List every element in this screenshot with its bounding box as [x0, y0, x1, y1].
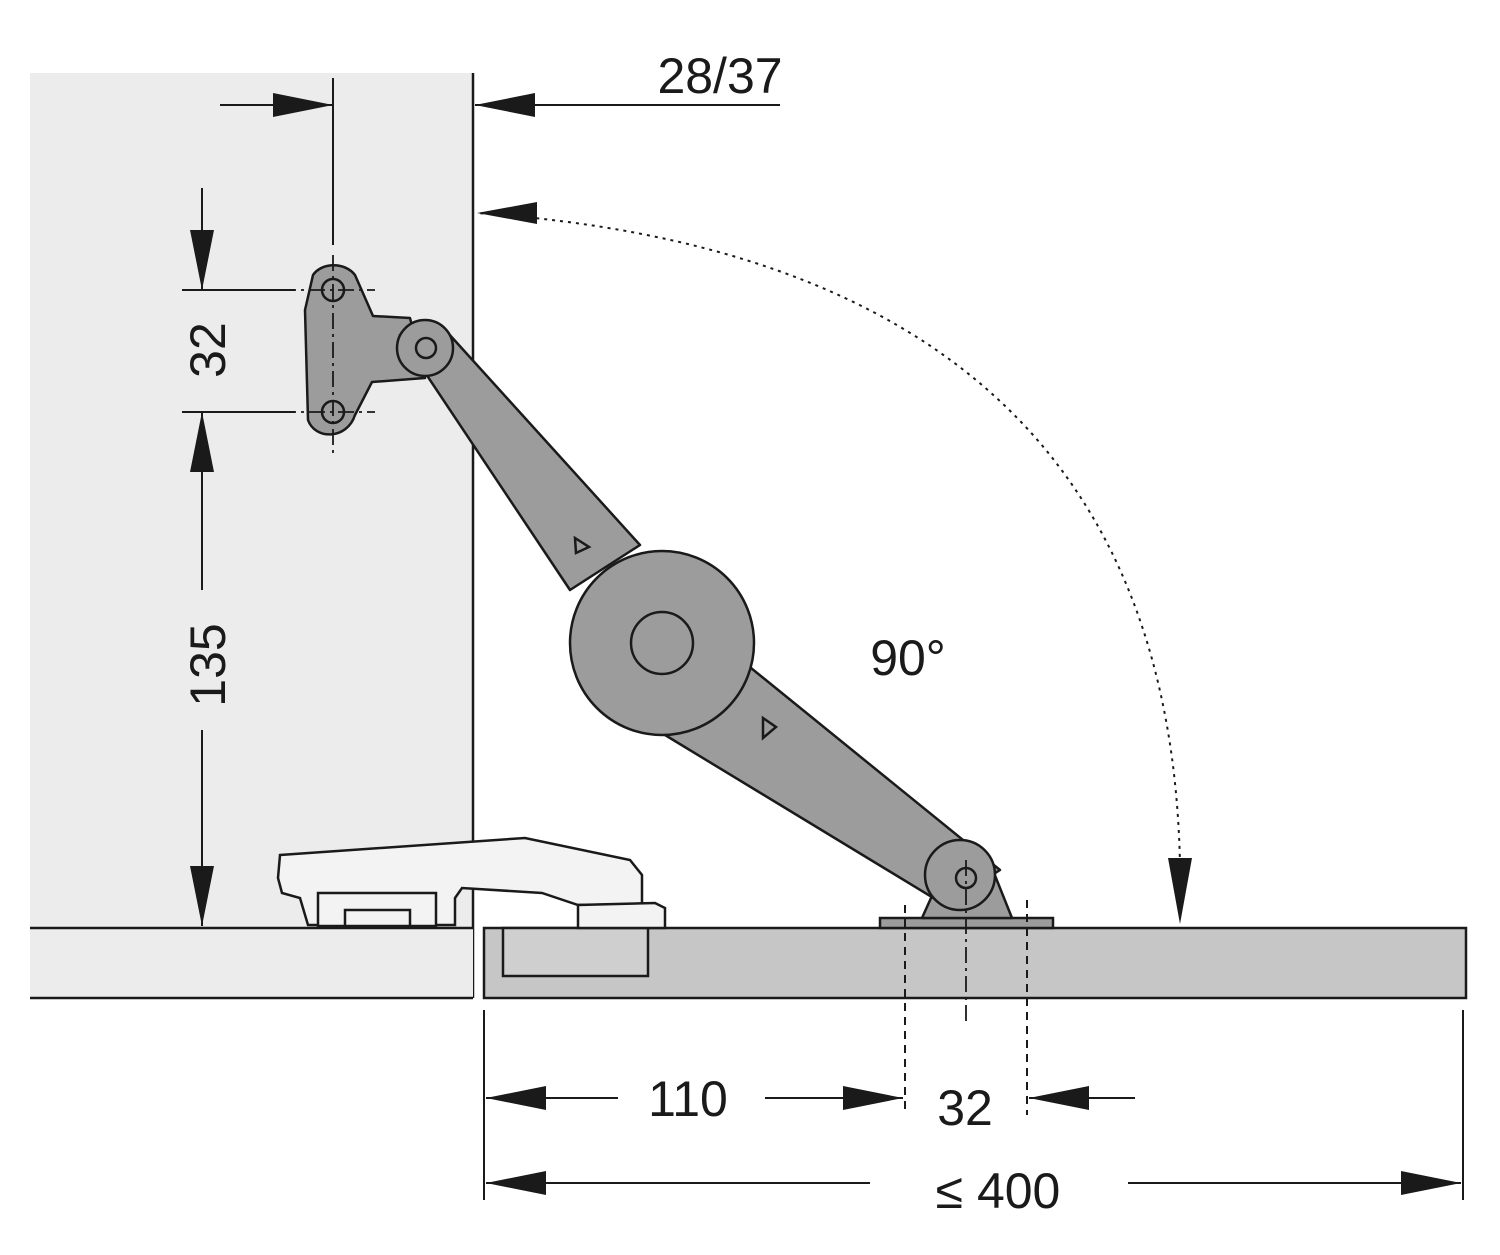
- cabinet-side-panel: [30, 73, 473, 928]
- direction-arrow-upper: [573, 535, 592, 555]
- hub-cap: [629, 610, 695, 676]
- dimension-max-depth: ≤ 400: [486, 1163, 1461, 1219]
- dimension-opening-angle: 90°: [476, 202, 1192, 924]
- dimension-label-opening-angle: 90°: [870, 630, 946, 686]
- cabinet-base-panel: [30, 928, 473, 998]
- lift-mechanism: [303, 264, 1002, 912]
- dimension-horizontal-offset: 110: [486, 1071, 903, 1127]
- dimension-label-height-from-base: 135: [180, 623, 236, 706]
- dimension-height-from-base: 135: [180, 412, 236, 926]
- dimension-horizontal-hole-spacing: 32: [937, 1080, 1135, 1136]
- dimension-label-horizontal-hole-spacing: 32: [937, 1080, 993, 1136]
- dimension-vertical-hole-spacing: 32: [180, 188, 236, 378]
- dimension-label-horizontal-offset: 110: [648, 1071, 728, 1127]
- dimension-label-max-depth: ≤ 400: [936, 1163, 1061, 1219]
- concealed-hinge: [276, 836, 667, 930]
- hinge-cup-recess: [501, 926, 650, 978]
- dimension-top-offset: 28/37: [220, 48, 783, 117]
- direction-arrow-lower: [761, 715, 779, 741]
- side-mounting-bracket: [303, 264, 427, 436]
- dimension-label-top-offset: 28/37: [657, 48, 782, 104]
- dimension-label-vertical-hole-spacing: 32: [180, 322, 236, 378]
